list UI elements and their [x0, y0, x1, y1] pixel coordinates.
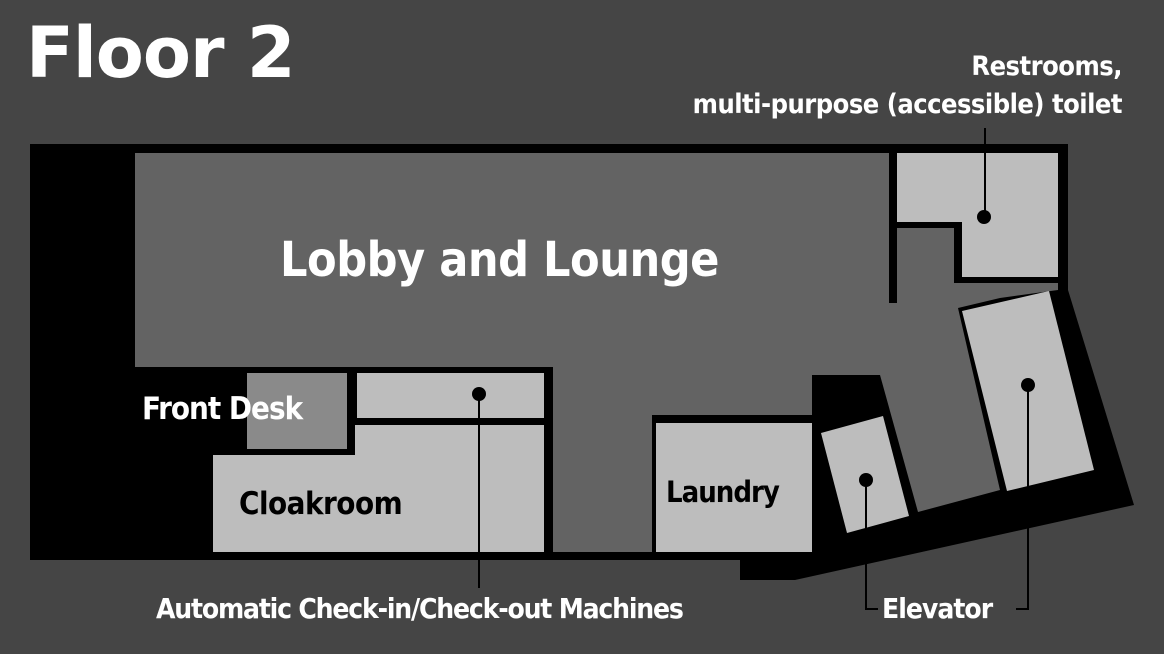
laundry-room [656, 423, 812, 552]
machines-label: Automatic Check-in/Check-out Machines [156, 592, 684, 625]
restrooms-label: Restrooms, multi-purpose (accessible) to… [692, 48, 1123, 124]
lobby-area [135, 153, 1058, 552]
restrooms-label-line2: multi-purpose (accessible) toilet [692, 89, 1123, 120]
floor-title: Floor 2 [26, 12, 296, 94]
machines-marker [472, 387, 486, 401]
restroom-marker [977, 210, 991, 224]
elevator-marker [859, 473, 873, 487]
front-desk-area [247, 373, 347, 449]
storage-marker [1021, 378, 1035, 392]
elevator-label: Elevator [882, 592, 993, 625]
machines-room [357, 373, 544, 418]
laundry-label: Laundry [666, 475, 780, 509]
elevator-callout-line [865, 480, 878, 610]
front-desk-label: Front Desk [142, 391, 303, 427]
restrooms-label-line1: Restrooms, [971, 51, 1122, 82]
cloakroom-label: Cloakroom [239, 486, 403, 522]
lobby-label: Lobby and Lounge [280, 232, 719, 288]
cloakroom-room [213, 425, 544, 552]
storage-callout-line [1016, 385, 1029, 610]
